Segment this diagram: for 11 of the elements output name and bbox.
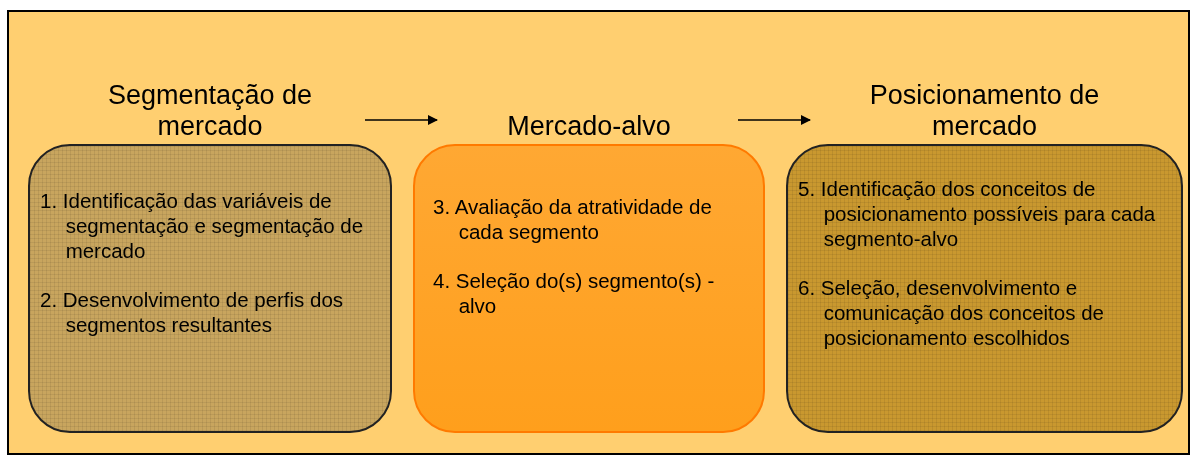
step-text: 2. Desenvolvimento de perfis dos segmentos resultantes: [40, 287, 345, 337]
arrow: [737, 115, 811, 125]
step-text: 5. Identificação dos conceitos de posicionamento possíveis para cada segmento-alvo: [798, 176, 1157, 251]
step-text: 1. Identificação das variáveis de segmentação e segmentação de mercado: [40, 188, 365, 263]
step-text: 4. Seleção do(s) segmento(s) - alvo: [433, 268, 716, 318]
step-text: 6. Seleção, desenvolvimento e comunicação dos conceitos de posicionamento escolhidos: [798, 275, 1105, 350]
step-text: 3. Avaliação da atratividade de cada segmento: [433, 194, 713, 244]
column-heading: Posicionamento de mercado: [868, 80, 1101, 142]
arrow: [364, 115, 438, 125]
column-heading: Mercado-alvo: [507, 111, 671, 142]
column-heading: Segmentação de mercado: [106, 80, 314, 142]
